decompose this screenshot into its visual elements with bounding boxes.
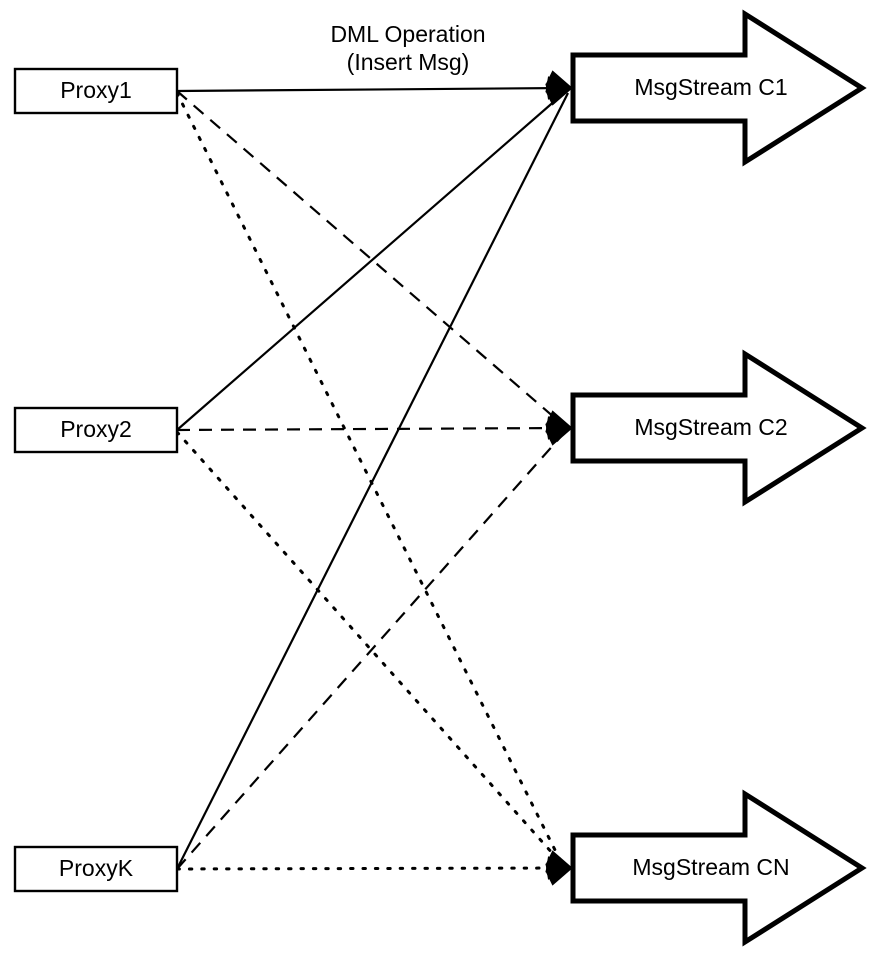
- proxy-label: Proxy1: [60, 77, 132, 103]
- msgstream-arrow-shape: [570, 789, 867, 947]
- proxy-box: [13, 67, 179, 115]
- msgstream-label: MsgStream CN: [632, 854, 789, 880]
- edge-caption: DML Operation (Insert Msg): [330, 21, 485, 75]
- arrowhead-cluster-2: [545, 410, 574, 446]
- arrowhead-cluster-1: [545, 70, 574, 106]
- edges-layer: [175, 86, 569, 871]
- arrowhead-core: [552, 78, 573, 98]
- msgstream-arrow-2[interactable]: MsgStream C2: [570, 349, 867, 507]
- edge-caption-line1: DML Operation: [330, 21, 485, 47]
- msgstream-label: MsgStream C2: [634, 414, 787, 440]
- arrowheads-layer: [545, 70, 574, 886]
- edge-proxyk-to-msgstream-c1: [176, 92, 569, 870]
- edge-caption-line2: (Insert Msg): [347, 49, 470, 75]
- edge-proxy1-to-msgstream-c1: [176, 86, 567, 93]
- proxy-node-1[interactable]: Proxy1: [13, 67, 179, 115]
- edge-proxy2-to-msgstream-c1: [176, 91, 566, 431]
- proxy-node-2[interactable]: Proxy2: [13, 406, 179, 454]
- msgstream-arrow-1[interactable]: MsgStream C1: [570, 9, 867, 167]
- msgstream-label: MsgStream C1: [634, 74, 787, 100]
- arrowhead-core: [552, 418, 573, 438]
- proxy-node-3[interactable]: ProxyK: [13, 845, 179, 893]
- proxy-label: ProxyK: [59, 855, 134, 881]
- proxy-label: Proxy2: [60, 416, 132, 442]
- msgstream-arrow-shape: [570, 349, 867, 507]
- msgstream-arrow-shape: [570, 9, 867, 167]
- edge-proxyk-to-msgstream-c2: [176, 432, 565, 870]
- edge-proxy1-to-msgstream-cn: [175, 91, 564, 866]
- edge-proxy2-to-msgstream-cn: [175, 430, 564, 866]
- edge-proxy1-to-msgstream-c2: [176, 90, 564, 426]
- proxy-box: [13, 845, 179, 893]
- proxy-box: [13, 406, 179, 454]
- edge-proxyk-to-msgstream-cn: [175, 866, 564, 871]
- arrowhead-core: [552, 858, 573, 878]
- streams-layer: MsgStream C1 MsgStream C2 MsgStream CN: [570, 9, 867, 947]
- edge-proxy2-to-msgstream-c2: [176, 426, 563, 432]
- msgstream-arrow-3[interactable]: MsgStream CN: [570, 789, 867, 947]
- arrowhead-cluster-3: [545, 850, 574, 886]
